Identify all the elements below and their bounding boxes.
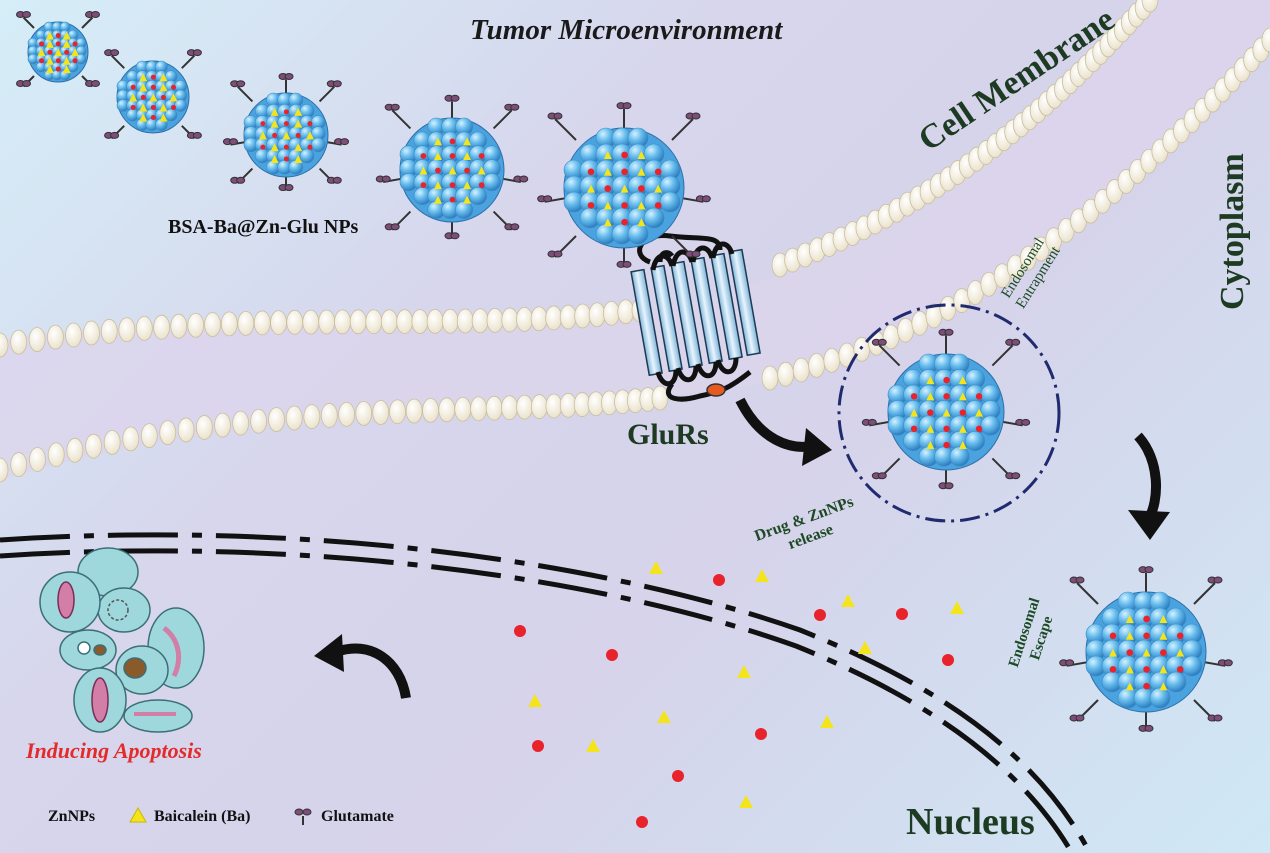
- glutamate-receptor: [630, 233, 761, 402]
- legend-icons: [129, 806, 312, 825]
- legend-baicalein: Baicalein (Ba): [154, 808, 251, 825]
- apoptosis-arrow: [314, 634, 411, 699]
- diagram-title: Tumor Microenvironment: [470, 14, 783, 46]
- endosome: [837, 303, 1061, 523]
- apoptosis-label: Inducing Apoptosis: [26, 738, 202, 763]
- nuclear-envelope: [0, 532, 1093, 853]
- nucleus-label: Nucleus: [906, 801, 1035, 843]
- apoptotic-bodies: [39, 547, 205, 733]
- yellow-triangle-icon: [129, 806, 147, 823]
- glurs-label: GluRs: [627, 418, 709, 451]
- released-drugs: [514, 561, 964, 828]
- lipid-bilayer: [0, 0, 1270, 480]
- nanoparticles-label: BSA-Ba@Zn-Glu NPs: [168, 216, 359, 238]
- escape-arrow: [1128, 432, 1170, 540]
- legend-glutamate: Glutamate: [321, 808, 394, 825]
- uptake-arrow: [735, 397, 832, 466]
- cytoplasm-label: Cytoplasm: [1214, 153, 1251, 310]
- legend-znnps: ZnNPs: [48, 808, 96, 825]
- nanoparticles: [16, 11, 1233, 732]
- glutamate-ligand-icon: [294, 808, 312, 825]
